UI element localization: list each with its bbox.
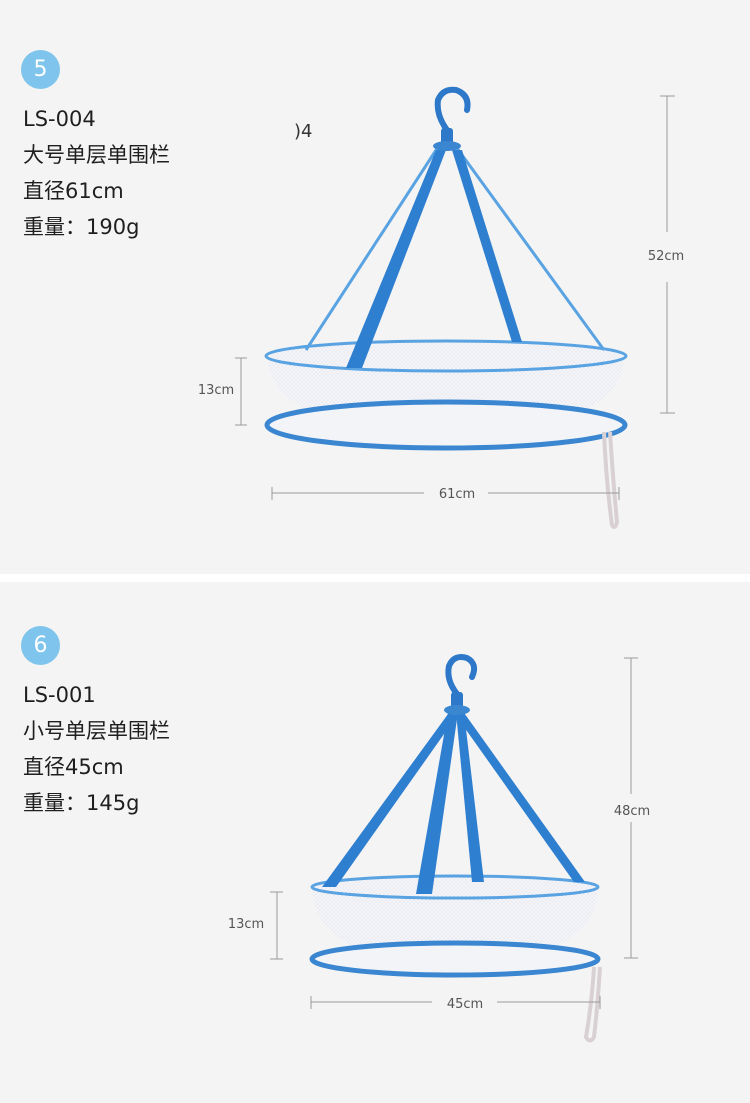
bottom-ring — [309, 940, 601, 978]
width-dimension: 45cm — [447, 997, 483, 1012]
weight-spec: 重量：145g — [23, 791, 140, 815]
drying-rack-illustration: )4 52cm 13cm — [198, 86, 684, 529]
stray-model-label: )4 — [294, 121, 312, 142]
height-dimension: 48cm — [614, 804, 650, 819]
bottom-ring — [264, 399, 628, 451]
top-ring — [310, 874, 600, 900]
drying-rack-illustration: 48cm 13cm 45cm — [228, 654, 650, 1043]
rear-strap — [456, 712, 484, 882]
front-strap — [416, 712, 458, 894]
product-panel-ls-001: 6 LS-001 小号单层单围栏 直径45cm 重量：145g — [0, 582, 750, 1103]
product-info: LS-004 大号单层单围栏 直径61cm 重量：190g — [23, 101, 170, 245]
top-ring — [264, 339, 628, 373]
badge-number: 5 — [33, 57, 48, 82]
left-strap — [322, 710, 461, 887]
model-code: LS-001 — [23, 683, 96, 707]
depth-dimension: 13cm — [228, 917, 264, 932]
width-dimension: 61cm — [439, 487, 475, 502]
diameter-spec: 直径45cm — [23, 755, 124, 779]
section-divider — [0, 574, 750, 582]
product-info: LS-001 小号单层单围栏 直径45cm 重量：145g — [23, 677, 170, 821]
model-code: LS-004 — [23, 107, 96, 131]
hook-icon — [434, 86, 471, 133]
product-name: 大号单层单围栏 — [23, 143, 170, 167]
front-strap — [346, 150, 446, 368]
rear-strap — [452, 150, 522, 342]
product-panel-ls-004: 5 LS-004 大号单层单围栏 直径61cm 重量：190g )4 — [0, 0, 750, 574]
right-strap — [452, 710, 585, 882]
depth-dimension: 13cm — [198, 383, 234, 398]
number-badge: 6 — [21, 626, 60, 665]
height-dimension: 52cm — [648, 249, 684, 264]
hook-icon — [445, 654, 478, 697]
badge-number: 6 — [33, 633, 48, 658]
number-badge: 5 — [21, 50, 60, 89]
weight-spec: 重量：190g — [23, 215, 140, 239]
diameter-spec: 直径61cm — [23, 179, 124, 203]
product-name: 小号单层单围栏 — [23, 719, 170, 743]
